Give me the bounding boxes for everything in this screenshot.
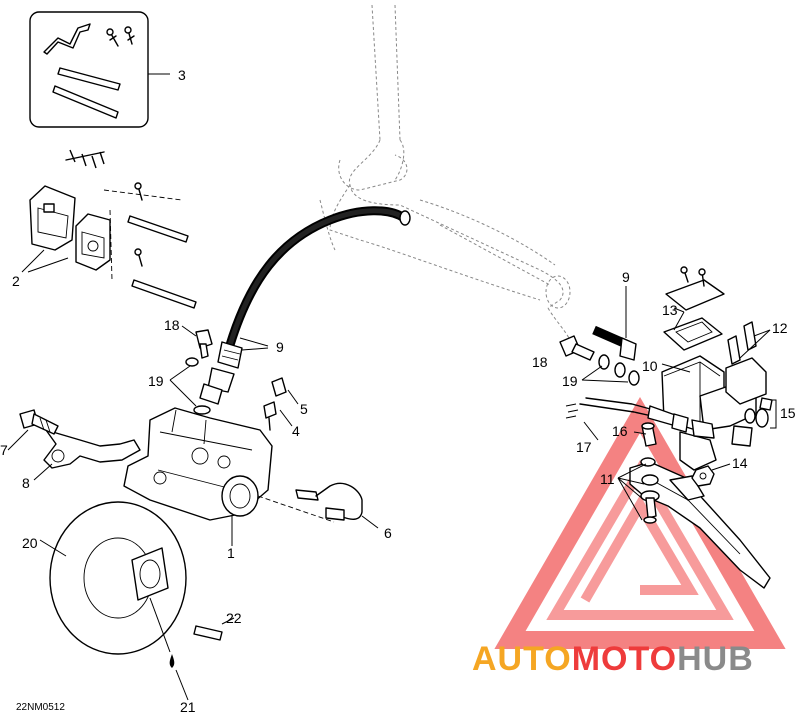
brake-hose-item-9: [193, 206, 411, 415]
master-cylinder-assembly: [559, 266, 777, 589]
callout-5: 5: [300, 401, 308, 417]
callout-8: 8: [22, 475, 30, 491]
callout-17: 17: [576, 439, 592, 455]
callout-9-right: 9: [622, 269, 630, 285]
callout-12: 12: [772, 320, 788, 336]
banjo-bolt-left: [169, 325, 213, 407]
caliper-assembly: [7, 377, 299, 546]
diagram-code: 22NM0512: [16, 702, 65, 713]
callout-18-left: 18: [164, 317, 180, 333]
callout-3: 3: [178, 67, 186, 83]
watermark-part2: MOTO: [572, 640, 677, 678]
watermark-text: AUTOMOTOHUB: [472, 640, 754, 678]
callout-2: 2: [12, 273, 20, 289]
callout-9-left: 9: [276, 339, 284, 355]
callout-10: 10: [642, 358, 658, 374]
callout-14: 14: [732, 455, 748, 471]
watermark-logo: [494, 397, 786, 649]
callout-15: 15: [780, 405, 796, 421]
watermark-part3: HUB: [677, 640, 754, 678]
callout-4: 4: [292, 423, 300, 439]
brake-disc-item-20: [39, 501, 235, 701]
callout-19-right: 19: [562, 373, 578, 389]
callout-22: 22: [226, 610, 242, 626]
watermark-part1: AUTO: [472, 640, 572, 678]
callout-labels: 1 2 3 4 5 6 7 8 9 9 10 11 12 13 14 15 16…: [0, 67, 796, 715]
callout-16: 16: [612, 423, 628, 439]
callout-13: 13: [662, 302, 678, 318]
callout-1: 1: [227, 545, 235, 561]
handlebar-ghost: [319, 4, 571, 341]
callout-21: 21: [180, 699, 196, 715]
callout-18-right: 18: [532, 354, 548, 370]
brake-line-item-6: [257, 482, 379, 529]
callout-11: 11: [600, 471, 615, 487]
brake-pads-item-2: [21, 149, 197, 309]
callout-7: 7: [0, 442, 8, 458]
callout-20: 20: [22, 535, 38, 551]
callout-6: 6: [384, 525, 392, 541]
svg-text:AUTOMOTOHUB: AUTOMOTOHUB: [472, 640, 754, 678]
callout-19-left: 19: [148, 373, 164, 389]
kit-box-item-3: [29, 11, 170, 128]
